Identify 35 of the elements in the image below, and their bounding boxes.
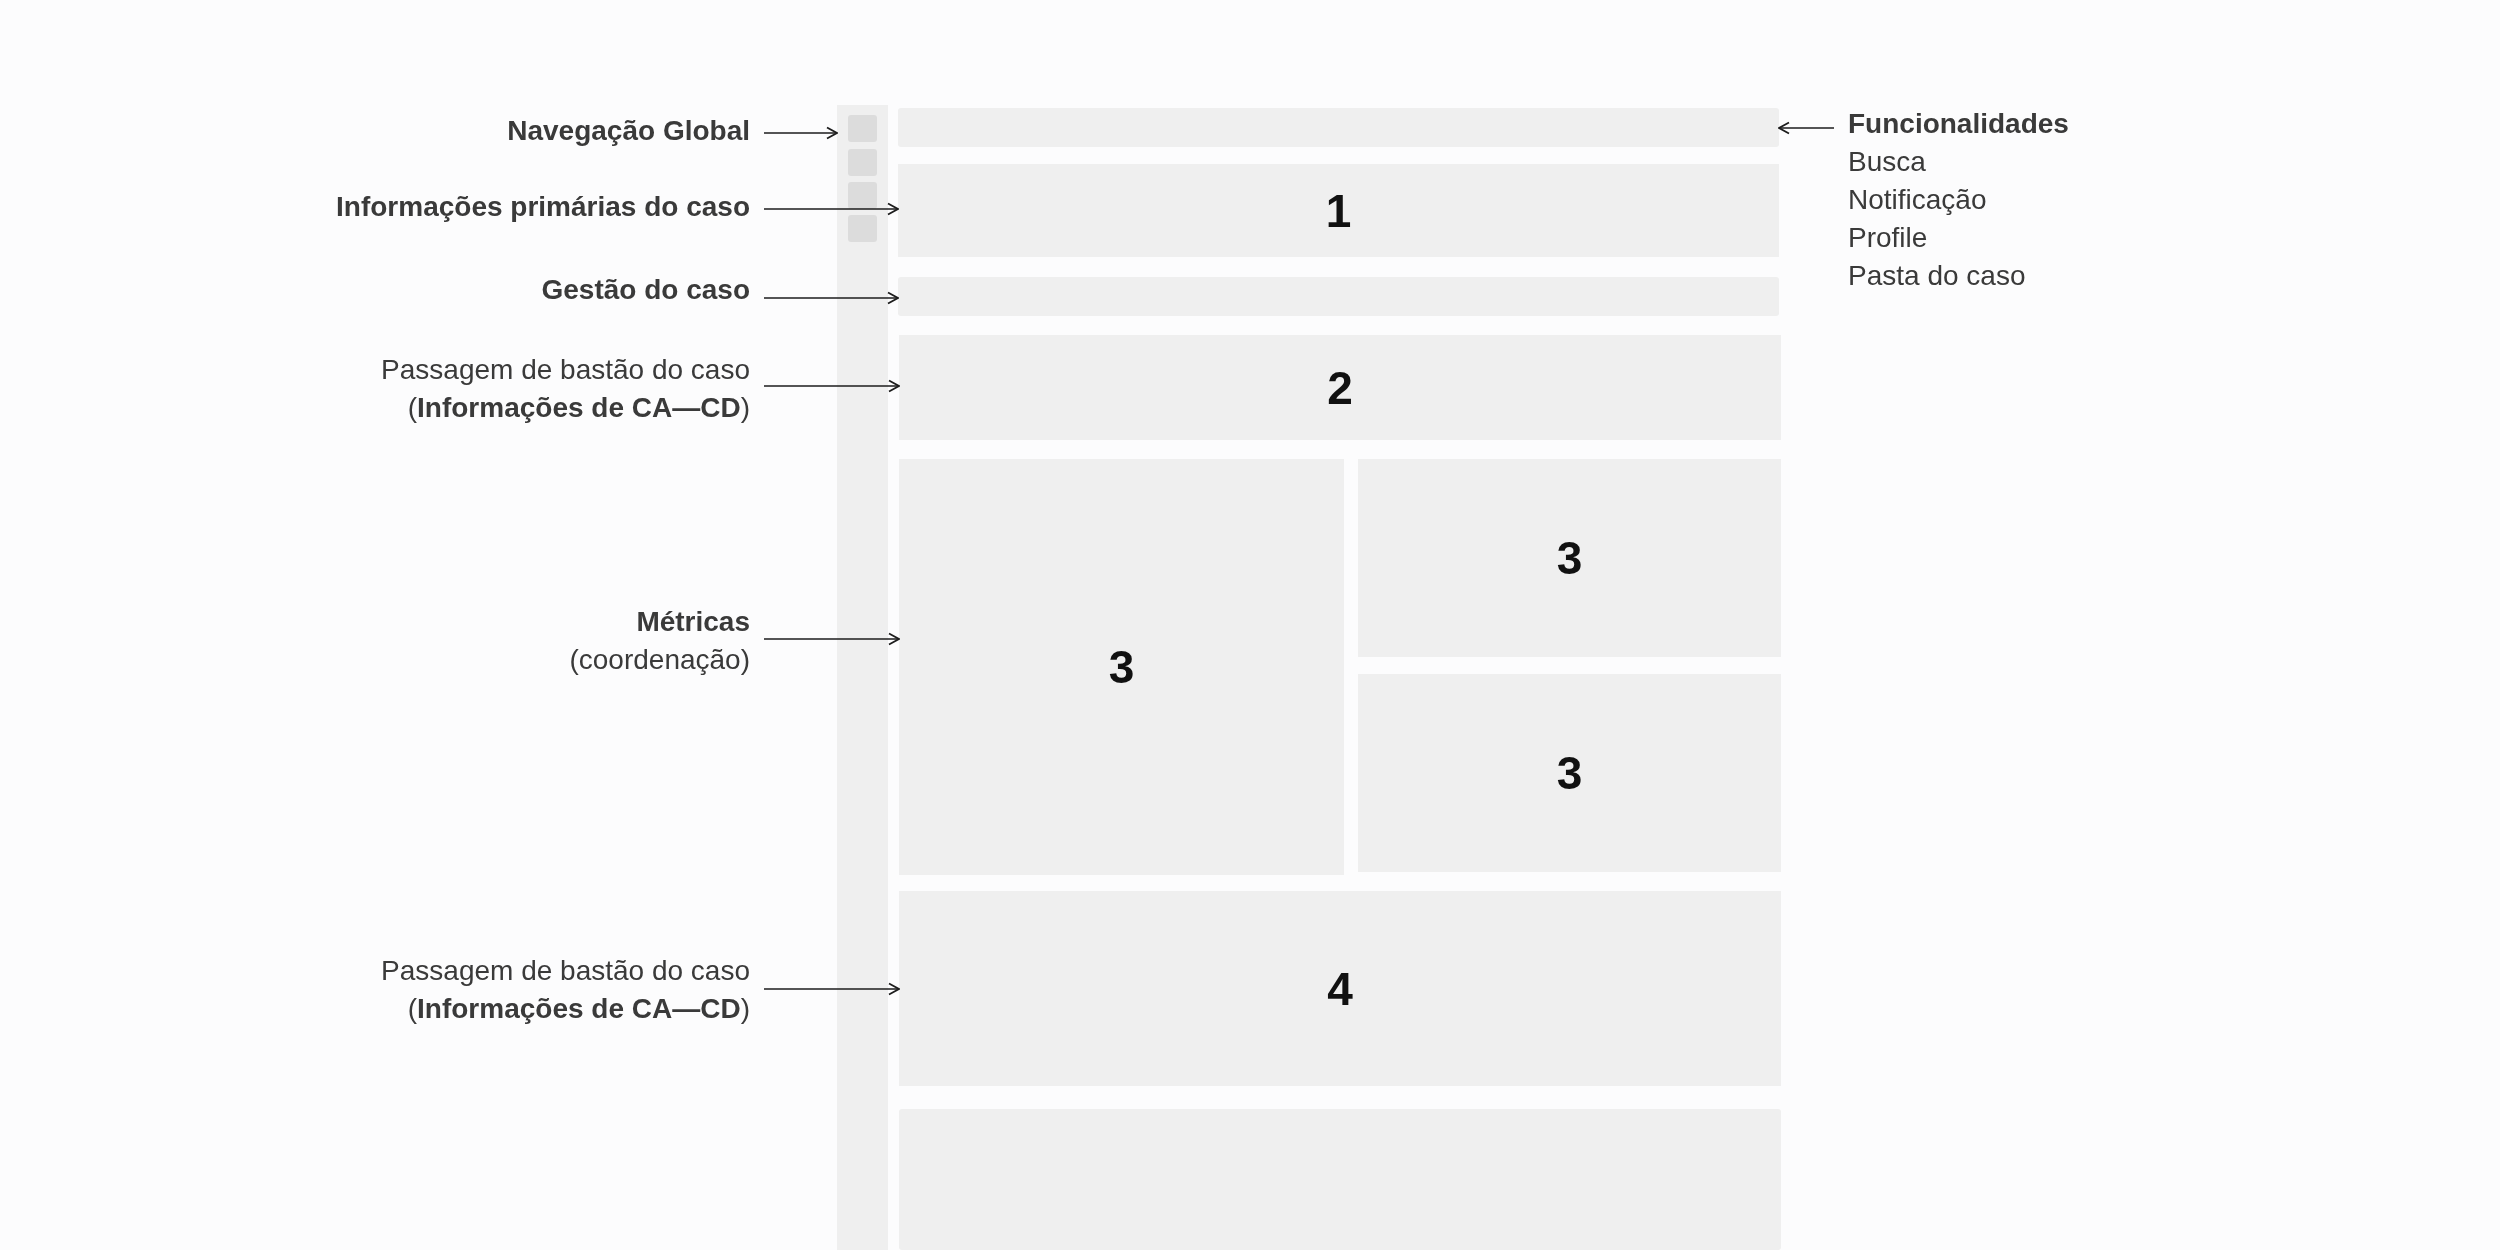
feature-item: Profile xyxy=(1848,221,1928,255)
section-number: 4 xyxy=(1327,965,1353,1012)
feature-item: Busca xyxy=(1848,145,1926,179)
feature-item: Pasta do caso xyxy=(1848,259,2026,293)
annotation-label: Gestão do caso xyxy=(541,271,750,309)
leader-arrow xyxy=(763,632,900,646)
leader-arrow xyxy=(763,982,900,996)
annotation-note: (Informações de CA—CD) xyxy=(407,992,750,1026)
annotation-note: (coordenação) xyxy=(569,643,750,677)
content-block xyxy=(898,164,1779,257)
leader-arrow xyxy=(763,291,899,305)
header-bar xyxy=(898,108,1779,147)
annotation-note: (Informações de CA—CD) xyxy=(407,391,750,425)
content-block xyxy=(899,891,1781,1086)
leader-arrow xyxy=(763,379,900,393)
feature-item: Notificação xyxy=(1848,183,1987,217)
placeholder-icon xyxy=(848,182,877,209)
leader-arrow xyxy=(1778,121,1835,135)
annotation-label: Passagem de bastão do caso xyxy=(381,353,750,387)
section-bar xyxy=(898,277,1779,316)
annotation-label: Informações primárias do caso xyxy=(336,188,750,226)
section-number: 1 xyxy=(1325,187,1352,234)
annotation-label: Métricas xyxy=(636,605,750,639)
sidebar-panel xyxy=(837,105,888,1250)
section-number: 3 xyxy=(1556,535,1583,581)
section-number: 2 xyxy=(1327,364,1353,411)
annotation-label: Passagem de bastão do caso xyxy=(381,954,750,988)
content-block xyxy=(899,335,1781,440)
leader-arrow xyxy=(763,202,899,216)
annotation-label: Navegação Global xyxy=(507,112,750,150)
content-block xyxy=(899,459,1344,875)
section-number: 3 xyxy=(1556,750,1583,796)
section-number: 3 xyxy=(1108,644,1135,690)
annotation-heading: Funcionalidades xyxy=(1848,107,2069,141)
leader-arrow xyxy=(763,126,838,140)
